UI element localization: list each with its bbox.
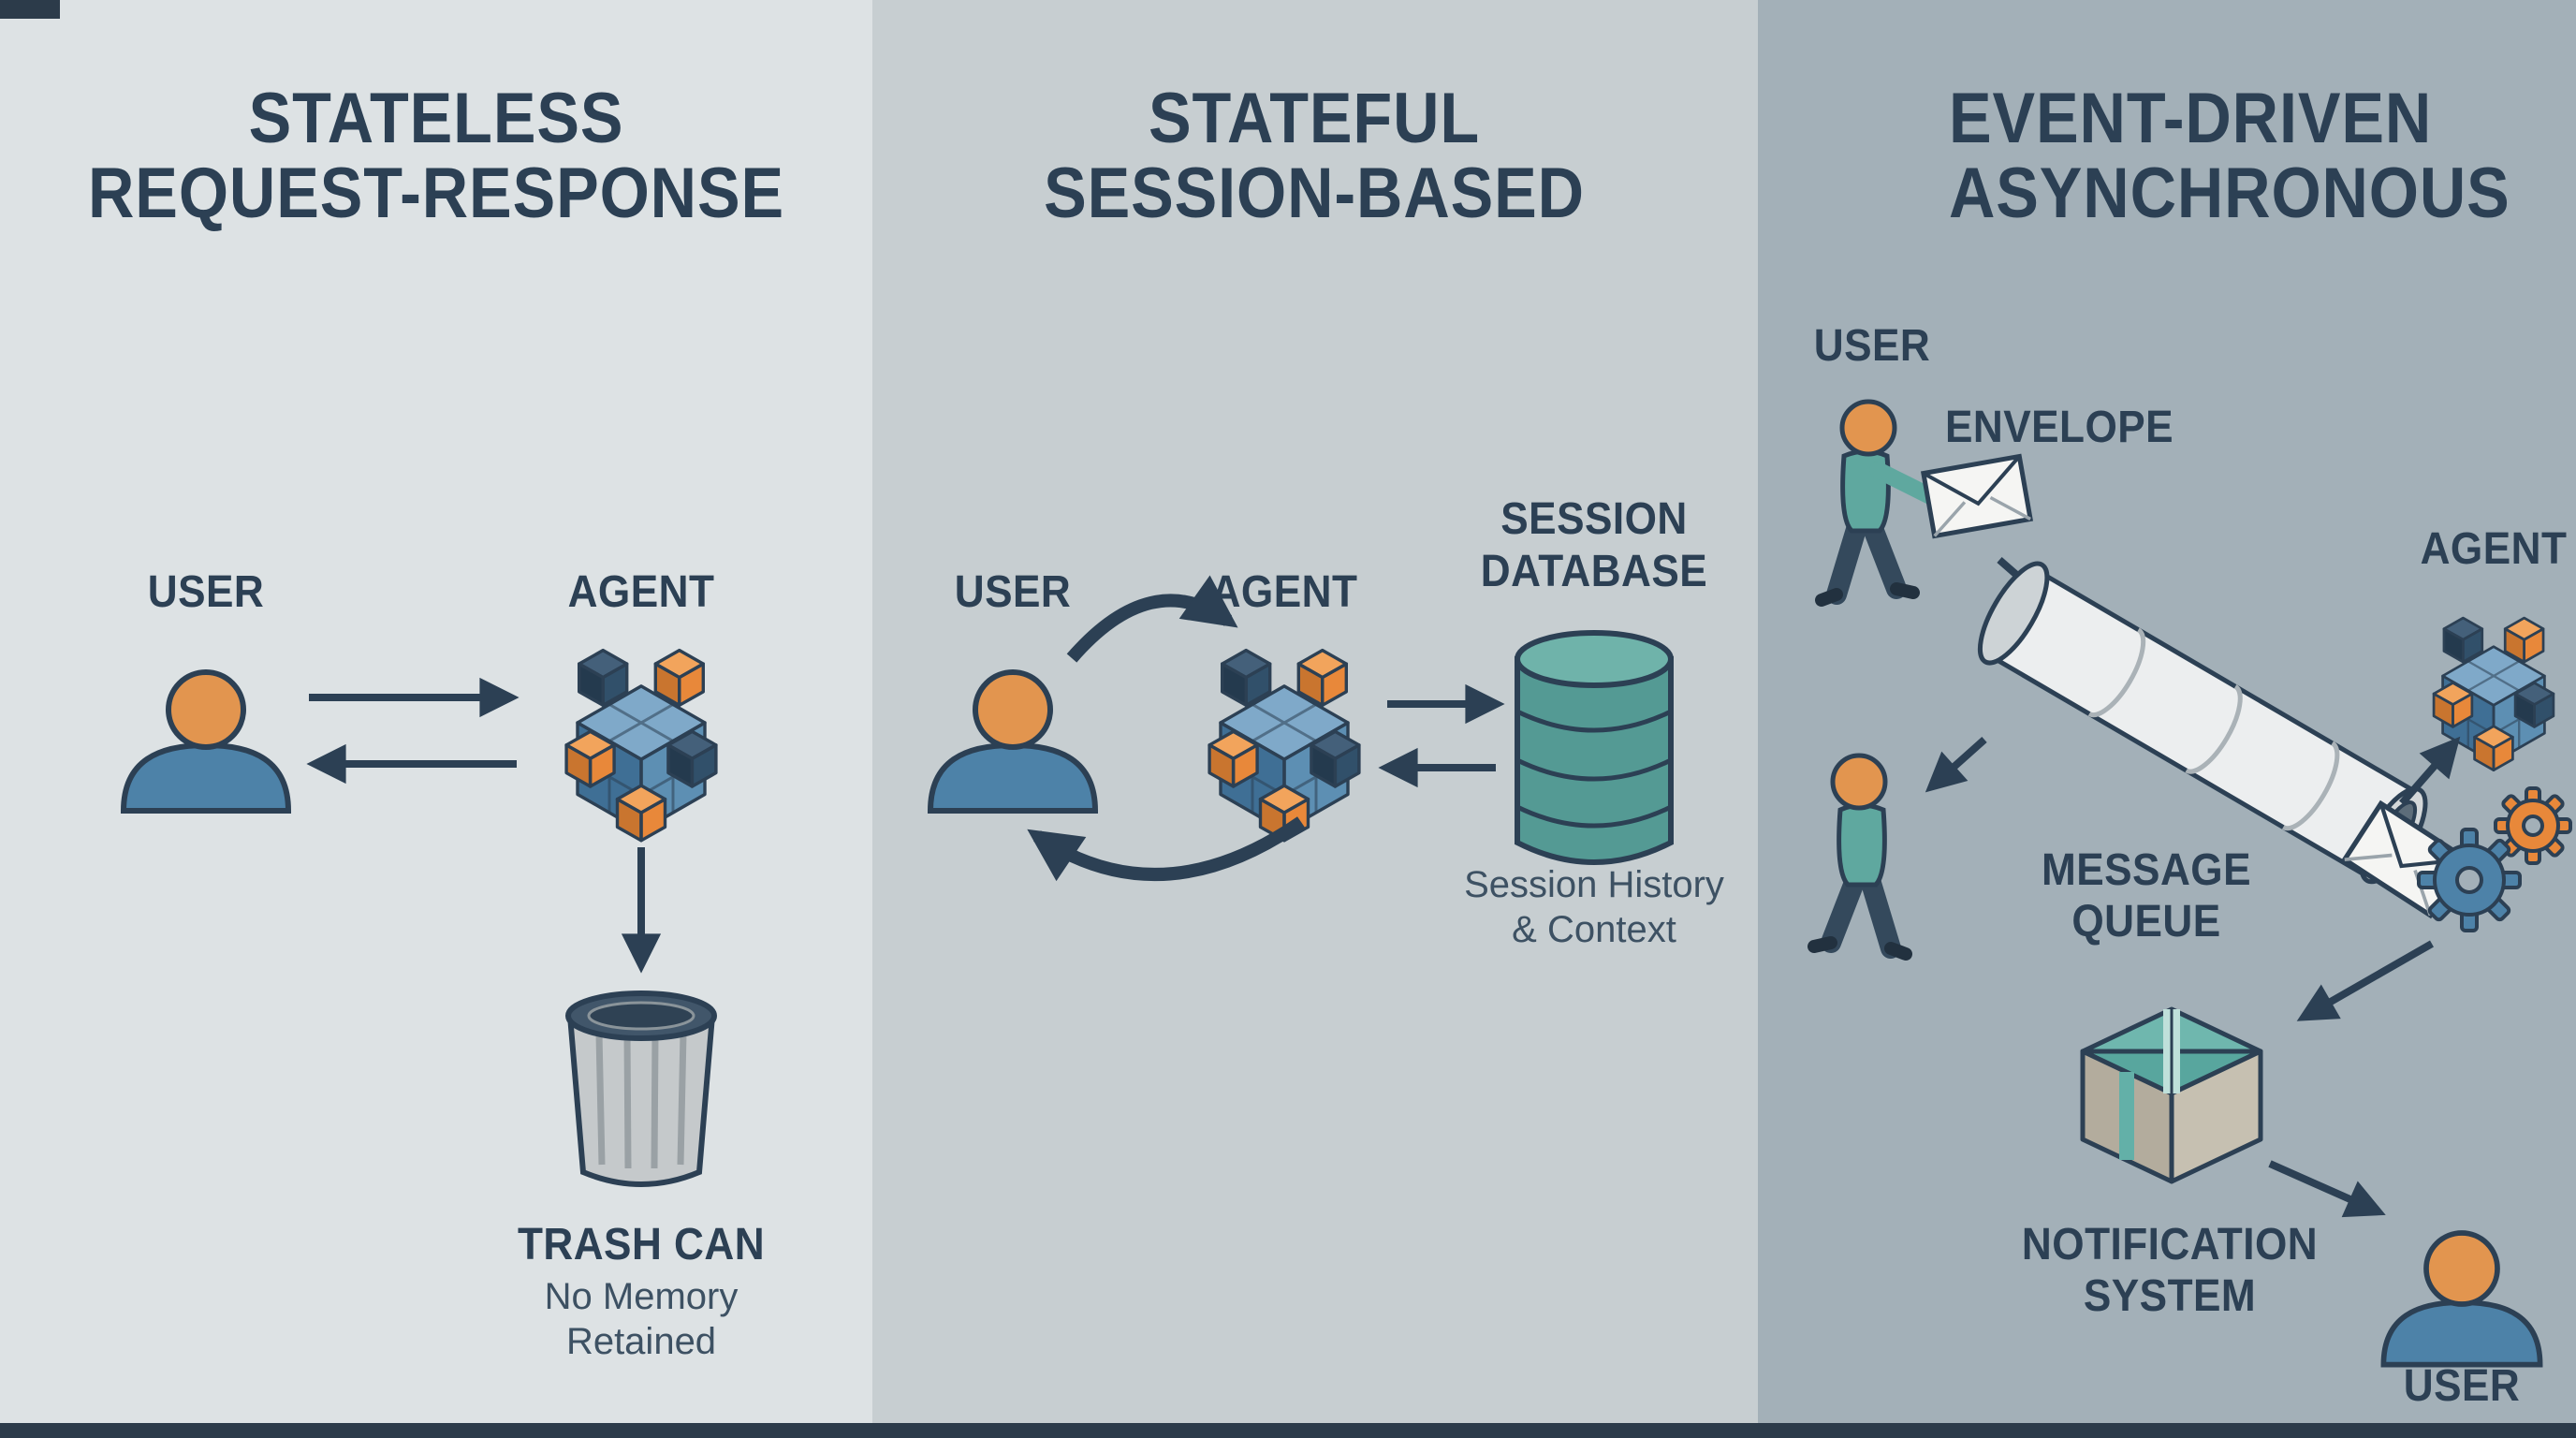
agent-to-notification-arrow [2296, 940, 2434, 1021]
agent-to-user-arrow [1027, 816, 1305, 882]
gear-blue-icon [2417, 828, 2522, 932]
user-to-agent-arrow [1066, 575, 1238, 663]
queue-to-user-arrow [1925, 737, 1987, 793]
queue-label-line1: MESSAGE [2042, 844, 2251, 894]
panel-stateful: STATEFUL SESSION-BASED USER AGENT SESSIO… [930, 80, 1724, 950]
trash-label: TRASH CAN [518, 1218, 765, 1269]
agent-label: AGENT [2421, 522, 2568, 573]
panel-stateful-title-line1: STATEFUL [1149, 80, 1480, 158]
session-database-icon [1515, 630, 1674, 865]
envelope-label: ENVELOPE [1945, 401, 2174, 451]
trash-caption-line2: Retained [566, 1321, 716, 1362]
database-label-line1: SESSION [1500, 492, 1688, 543]
notification-to-user-arrow [2268, 1160, 2386, 1218]
notification-system-icon [2080, 1006, 2263, 1184]
user-top-label: USER [1814, 319, 1931, 370]
trash-can-icon [565, 990, 717, 1187]
envelope-icon [1924, 456, 2030, 536]
panel-event-driven-title-line1: EVENT-DRIVEN [1949, 80, 2432, 158]
database-caption-line1: Session History [1464, 864, 1724, 905]
top-left-corner-mark [0, 0, 60, 19]
user-label: USER [955, 565, 1072, 616]
queue-to-agent-arrow [2398, 736, 2461, 806]
user-bottom-label: USER [2404, 1359, 2521, 1410]
user-label: USER [148, 565, 265, 616]
panel-stateless: STATELESS REQUEST-RESPONSE USER AGENT TR… [88, 80, 784, 1362]
panel-event-driven: EVENT-DRIVEN ASYNCHRONOUS USER ENVELOPE … [1814, 80, 2572, 1410]
panel-stateless-background [0, 0, 872, 1438]
panel-stateful-title-line2: SESSION-BASED [1044, 154, 1585, 233]
panel-stateless-title-line2: REQUEST-RESPONSE [88, 154, 784, 233]
trash-caption-line1: No Memory [545, 1276, 739, 1317]
database-label-line2: DATABASE [1481, 545, 1707, 595]
database-caption-line2: & Context [1512, 909, 1676, 950]
agent-label: AGENT [568, 565, 715, 616]
notification-label-line2: SYSTEM [2084, 1269, 2256, 1320]
agent-label: AGENT [1211, 565, 1358, 616]
footer-bar [0, 1423, 2576, 1438]
notification-label-line1: NOTIFICATION [2022, 1218, 2318, 1269]
panel-event-driven-title-line2: ASYNCHRONOUS [1949, 154, 2510, 233]
queue-label-line2: QUEUE [2071, 895, 2220, 946]
panel-stateless-title-line1: STATELESS [249, 80, 624, 158]
